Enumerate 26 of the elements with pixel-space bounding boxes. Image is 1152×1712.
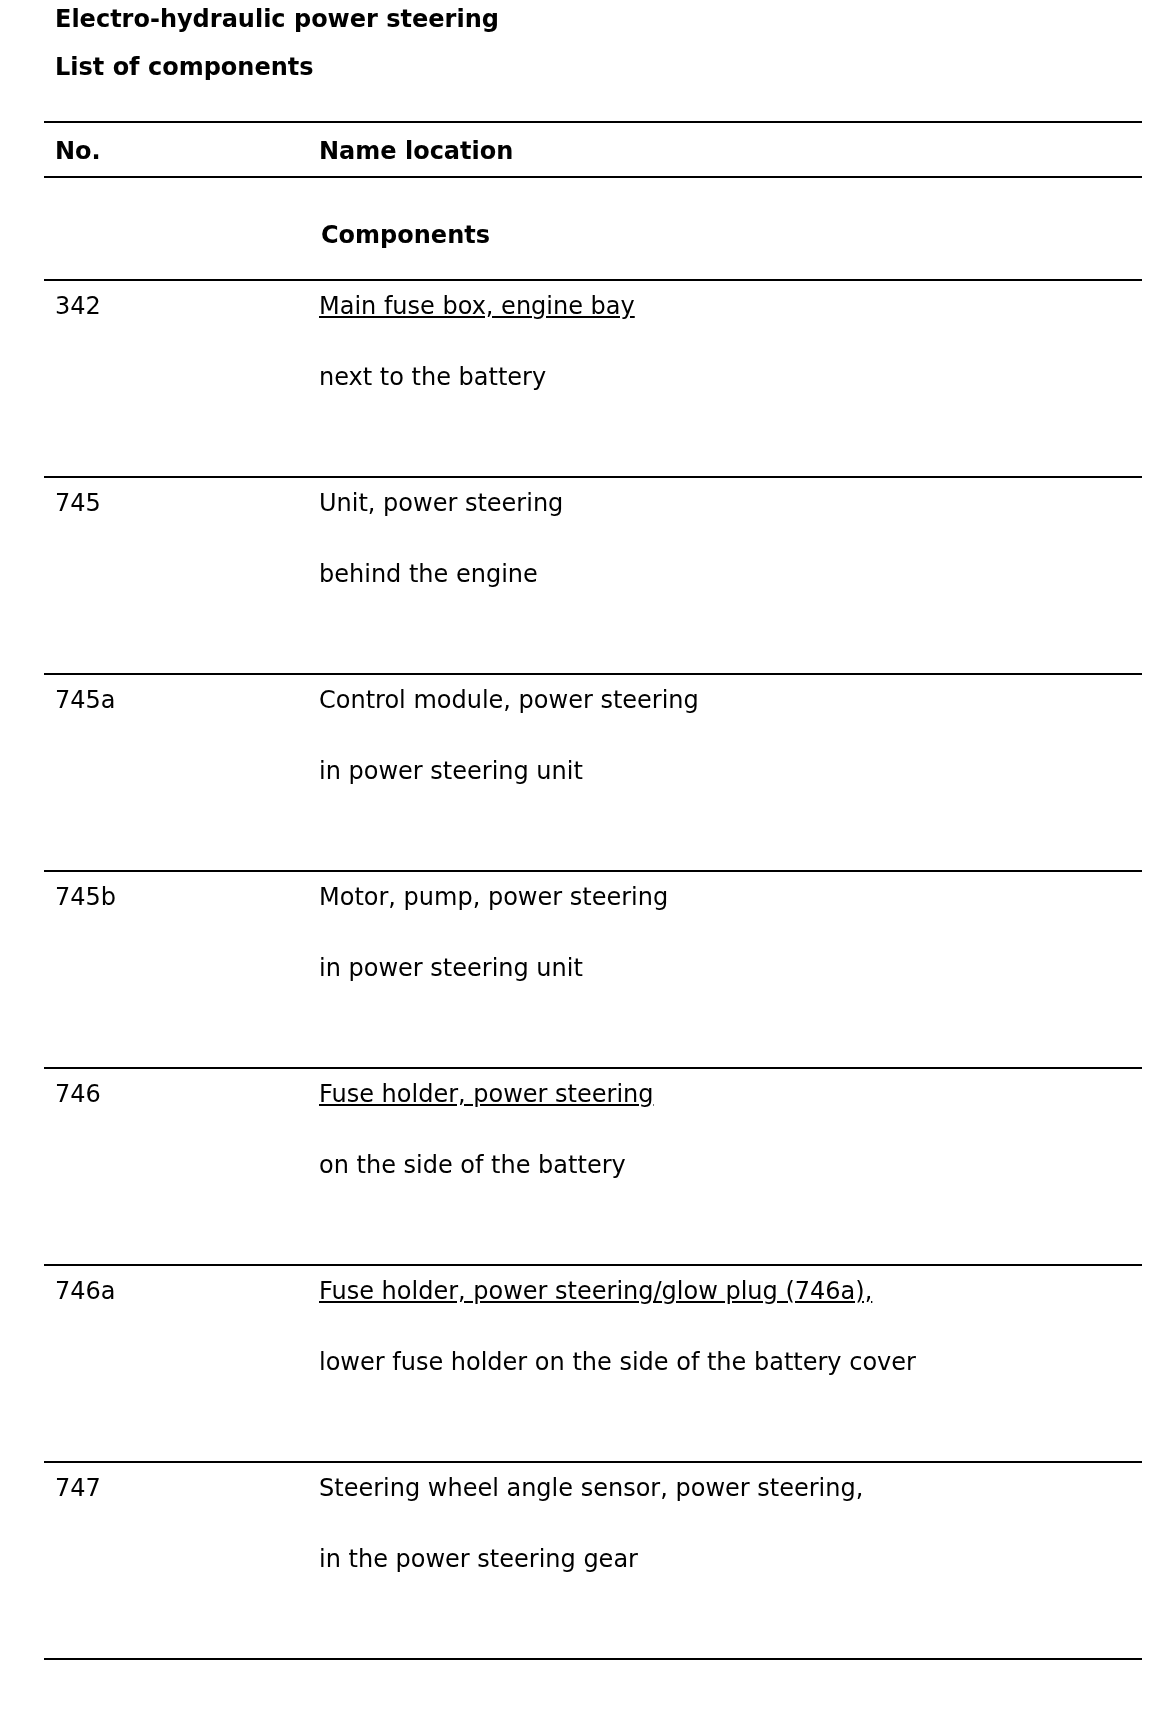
column-header: No. — [55, 136, 101, 166]
part-number: 746a — [55, 1276, 116, 1306]
component-name: Motor, pump, power steering — [319, 882, 669, 912]
part-number: 747 — [55, 1473, 101, 1503]
component-link: Main fuse box, engine bay — [319, 291, 635, 321]
location-text: in power steering unit — [319, 756, 583, 786]
part-number: 745b — [55, 882, 117, 912]
component-name: Control module, power steering — [319, 685, 699, 715]
section-heading: Components — [321, 220, 490, 250]
component-name: Steering wheel angle sensor, power steering, — [319, 1473, 864, 1503]
part-number: 745a — [55, 685, 116, 715]
part-number: 746 — [55, 1079, 101, 1109]
part-number: 342 — [55, 291, 101, 321]
location-text: in power steering unit — [319, 953, 583, 983]
component-link: Fuse holder, power steering/glow plug (746a), — [319, 1276, 873, 1306]
component-name: Unit, power steering — [319, 488, 564, 518]
column-header: Name location — [319, 136, 514, 166]
location-text: next to the battery — [319, 362, 547, 392]
location-text: behind the engine — [319, 559, 538, 589]
location-text: lower fuse holder on the side of the battery cover — [319, 1347, 916, 1377]
part-number: 745 — [55, 488, 101, 518]
page-title: Electro-hydraulic power steering — [55, 4, 499, 34]
page-subtitle: List of components — [55, 52, 314, 82]
component-link: Fuse holder, power steering — [319, 1079, 654, 1109]
location-text: in the power steering gear — [319, 1544, 638, 1574]
location-text: on the side of the battery — [319, 1150, 626, 1180]
